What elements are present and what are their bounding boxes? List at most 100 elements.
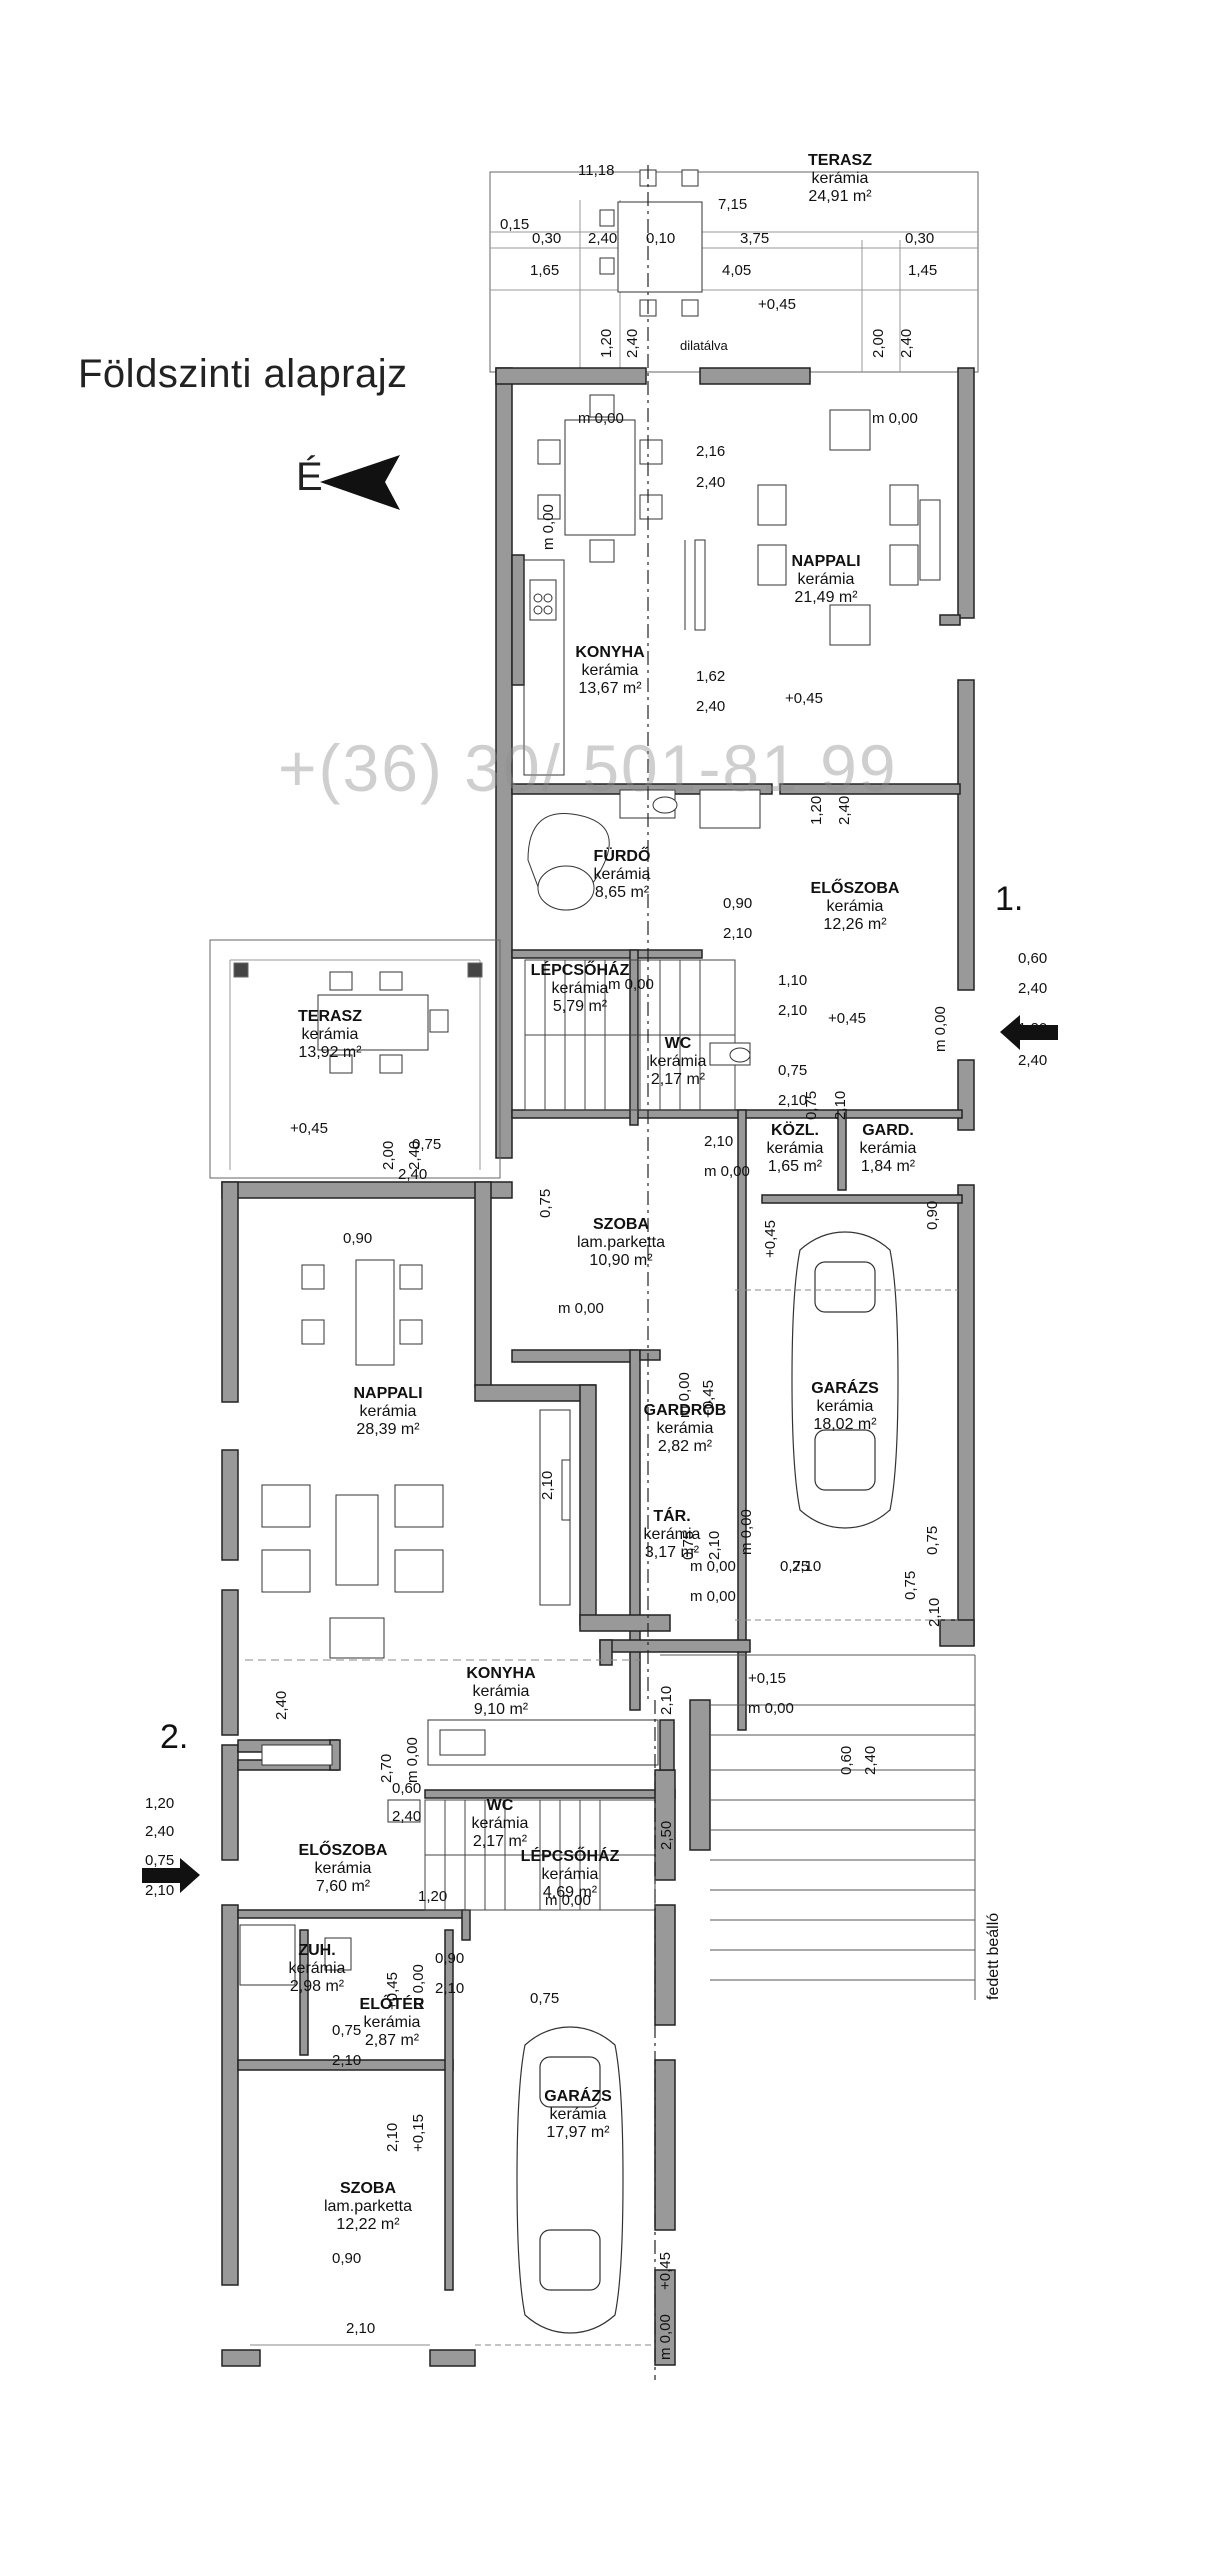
- walls-unit-2: [221, 1181, 711, 2367]
- dimension-label: +0,45: [758, 296, 796, 313]
- room-floor: kerámia: [581, 662, 639, 679]
- dimension-label: 2,40: [1018, 1052, 1048, 1069]
- dimension-label: +0,15: [410, 2114, 427, 2152]
- dimension-label: 0,90: [343, 1230, 373, 1247]
- room-name: GARD.: [862, 1122, 914, 1139]
- room-area: 2,82 m²: [657, 1438, 713, 1455]
- room-floor: kerámia: [826, 898, 884, 915]
- terrace-left: [209, 939, 501, 1179]
- room-floor: kerámia: [643, 1526, 701, 1543]
- dimension-label: m 0,00: [690, 1588, 736, 1605]
- dimension-label: 3,75: [740, 230, 770, 247]
- room-area: 1,65 m²: [767, 1158, 823, 1175]
- dimension-label: +0,45: [384, 1972, 401, 2010]
- room-floor: kerámia: [859, 1140, 917, 1157]
- room-name: GARDRÓB: [643, 1402, 727, 1419]
- north-arrow-icon: [320, 455, 400, 510]
- room-floor: kerámia: [551, 980, 609, 997]
- dimension-label: +0,45: [700, 1380, 717, 1418]
- dimension-label: 0,60: [1018, 950, 1048, 967]
- room-area: 7,60 m²: [315, 1878, 371, 1895]
- dimension-label: +0,45: [290, 1120, 328, 1137]
- terrace-table-left: [317, 971, 449, 1074]
- stairs-unit-2: [424, 1799, 656, 1911]
- entrance-1-label: 1.: [995, 880, 1024, 918]
- bath-fixtures-upper: [527, 789, 761, 1066]
- dimension-label: 0,30: [905, 230, 935, 247]
- dimension-label: 1,20: [145, 1795, 175, 1812]
- room-name: TÁR.: [653, 1508, 691, 1525]
- dimension-label: 4,05: [722, 262, 752, 279]
- room-name: TERASZ: [808, 152, 872, 169]
- kitchen-counter-upper: [523, 539, 706, 776]
- room-area: 2,17 m²: [472, 1833, 528, 1850]
- entrance-arrow-2-icon: [142, 1858, 200, 1893]
- room-name: ELŐSZOBA: [298, 1842, 388, 1859]
- room-area: 8,65 m²: [594, 884, 650, 901]
- dimension-label: m 0,00: [540, 504, 557, 550]
- room-area: 2,98 m²: [289, 1978, 345, 1995]
- dimension-label: m 0,00: [932, 1006, 949, 1052]
- dimension-label: 0,60: [838, 1745, 855, 1775]
- dimension-label: m 0,00: [748, 1700, 794, 1717]
- dimension-label: 0,90: [332, 2250, 362, 2267]
- room-floor: kerámia: [593, 866, 651, 883]
- room-floor: kerámia: [314, 1860, 372, 1877]
- dimension-label: 2,10: [926, 1597, 943, 1627]
- dimension-label: 1,20: [598, 328, 615, 358]
- room-floor: lam.parketta: [323, 2198, 413, 2215]
- dimension-label: 0,75: [902, 1570, 919, 1600]
- drawing-title: Földszinti alaprajz: [78, 352, 408, 396]
- dimension-label: 2,10: [658, 1685, 675, 1715]
- dimension-label: 1,20: [808, 795, 825, 825]
- dimension-label: 2,10: [778, 1092, 808, 1109]
- room-area: 28,39 m²: [356, 1421, 420, 1438]
- room-name: NAPPALI: [791, 553, 861, 570]
- room-area: 3,17 m²: [644, 1544, 700, 1561]
- dimension-label: 2,40: [588, 230, 618, 247]
- dimension-label: 2,40: [696, 698, 726, 715]
- room-name: ZUH.: [298, 1942, 336, 1959]
- dimension-label: m 0,00: [410, 1964, 427, 2010]
- dimension-label: 1,45: [908, 262, 938, 279]
- room-name: LÉPCSŐHÁZ: [520, 1848, 620, 1865]
- room-floor: kerámia: [541, 1866, 599, 1883]
- dimension-label: 2,10: [145, 1882, 175, 1899]
- dimension-label: +0,45: [828, 1010, 866, 1027]
- room-area: 12,26 m²: [823, 916, 887, 933]
- dining-table-upper: [537, 394, 663, 563]
- dimension-label: 0,75: [924, 1525, 941, 1555]
- dimension-label: m 0,00: [690, 1558, 736, 1575]
- room-floor: kerámia: [656, 1420, 714, 1437]
- dimension-label: 2,40: [398, 1166, 428, 1183]
- dimension-label: 2,10: [332, 2052, 362, 2069]
- room-area: 18,02 m²: [813, 1416, 877, 1433]
- dimension-label: 0,60: [392, 1780, 422, 1797]
- dimension-label: 2,10: [792, 1558, 822, 1575]
- dimension-label: 2,10: [704, 1133, 734, 1150]
- dimension-label: 0,75: [145, 1852, 175, 1869]
- room-area: 2,17 m²: [650, 1071, 706, 1088]
- dimension-label: 11,18: [578, 162, 615, 179]
- room-floor: kerámia: [359, 1403, 417, 1420]
- room-floor: kerámia: [549, 2106, 607, 2123]
- dimension-label: 2,40: [624, 328, 641, 358]
- dimension-label: m 0,00: [738, 1509, 755, 1555]
- dimension-label: 2,10: [706, 1530, 723, 1560]
- dimension-label: 2,40: [145, 1823, 175, 1840]
- dimension-label: 2,10: [723, 925, 753, 942]
